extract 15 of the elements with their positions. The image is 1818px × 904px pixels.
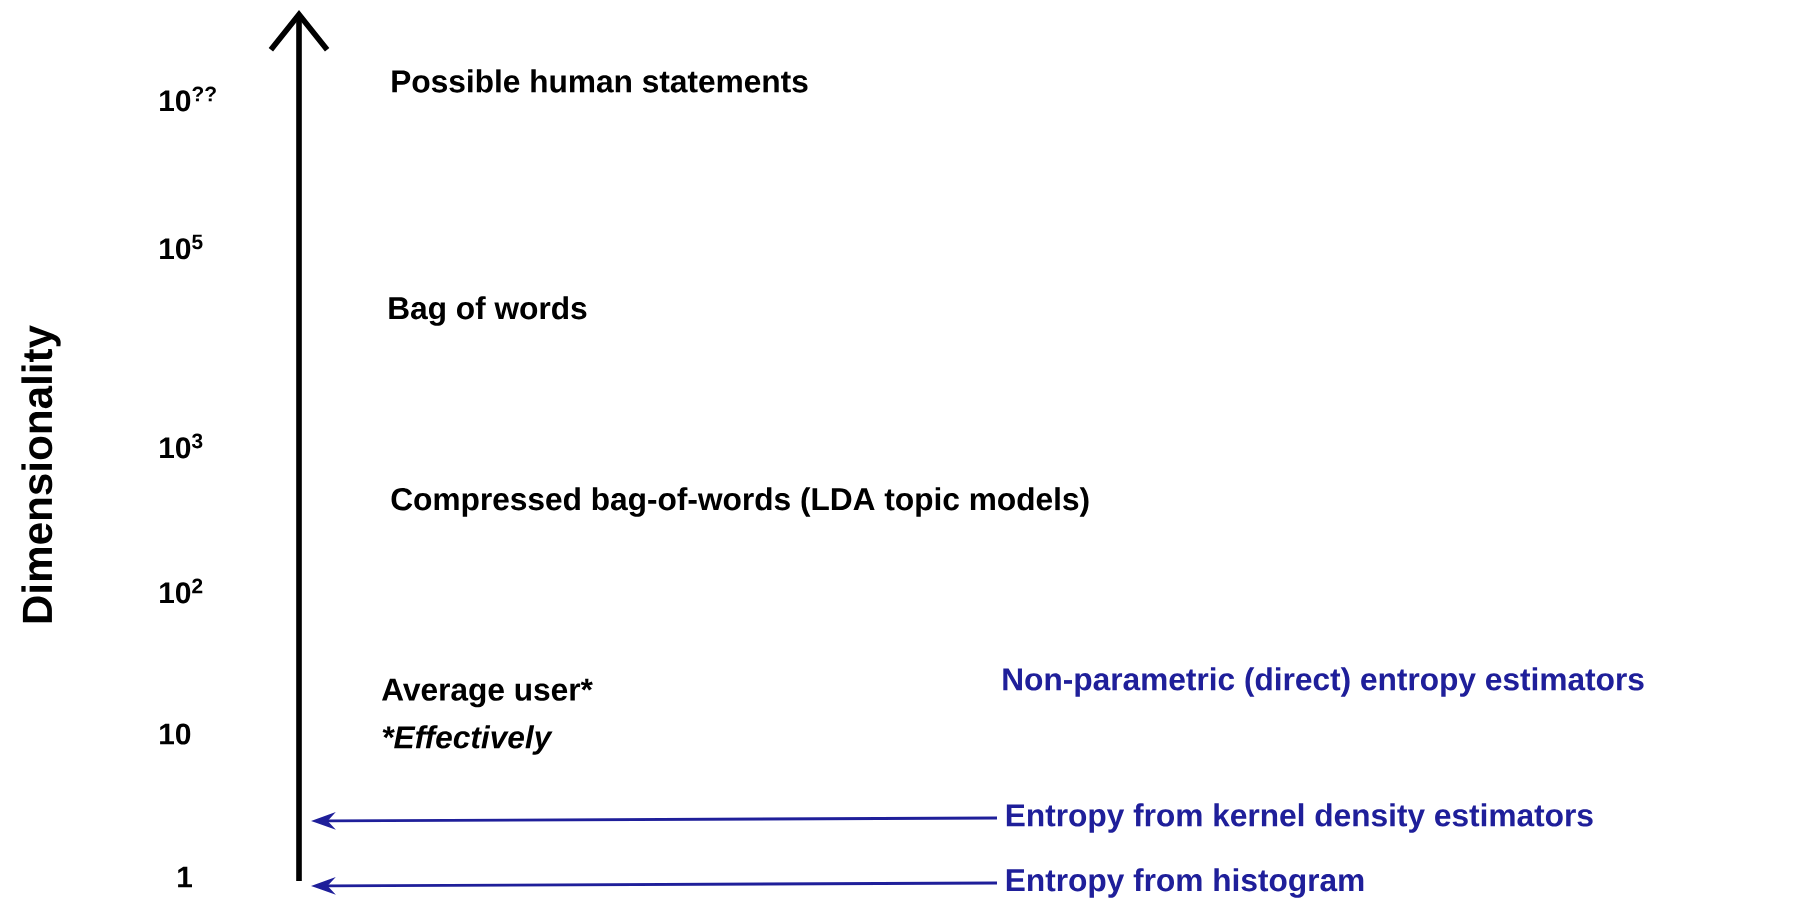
tick-label: 10$^{2}$ <box>160 578 203 604</box>
tick-label: 10 <box>160 723 191 745</box>
annotation: Compressed bag-of-words (LDA topic models) <box>391 487 1089 517</box>
annotation: Average user* <box>382 678 593 708</box>
tick-label: 10$^{3}$ <box>160 433 203 459</box>
tick-label: 10$^{5}$ <box>160 234 203 260</box>
text-label: Entropy from kernel density estimators <box>1006 803 1593 833</box>
tick-label: 1 <box>178 866 192 888</box>
annotation: Non-parametric (direct) entropy estimators <box>1003 667 1644 697</box>
text-label: Entropy from histogram <box>1006 868 1364 898</box>
axis-title: Dimensionality <box>21 325 61 623</box>
annotation: Bag of words <box>389 296 587 326</box>
annotation: Possible human statements <box>392 69 808 93</box>
annotation: *Effectively <box>382 725 553 755</box>
tick-label: 10$^{??}$ <box>160 86 216 112</box>
